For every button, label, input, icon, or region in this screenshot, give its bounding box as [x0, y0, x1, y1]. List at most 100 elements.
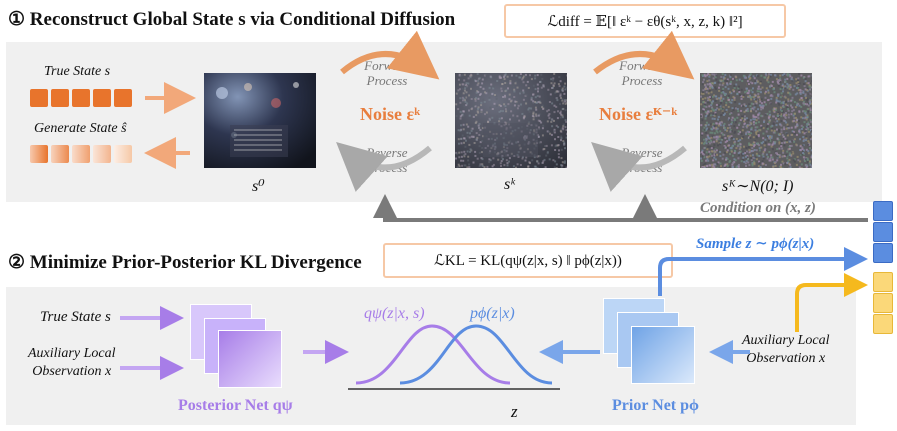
noise-speck	[525, 84, 528, 87]
noise-speck	[706, 80, 709, 83]
noise-speck	[465, 139, 467, 142]
noise-speck	[724, 110, 727, 113]
noise-speck	[535, 124, 538, 127]
noise-speck	[762, 152, 765, 155]
noise-speck	[703, 142, 705, 145]
noise-speck	[761, 107, 764, 110]
noise-speck	[736, 93, 739, 96]
noise-speck	[801, 153, 804, 156]
noise-speck	[472, 115, 475, 118]
noise-speck	[782, 151, 785, 154]
noise-speck	[492, 133, 495, 136]
noise-speck	[798, 119, 800, 122]
noise-speck	[468, 143, 471, 146]
noise-speck	[528, 131, 531, 134]
noise-speck	[547, 109, 550, 112]
noise-speck	[768, 159, 771, 162]
noise-speck	[488, 158, 491, 161]
noise-speck	[715, 140, 718, 143]
noise-speck	[758, 155, 761, 157]
noise-speck	[786, 106, 789, 109]
noise-speck	[463, 150, 466, 153]
noise-speck	[456, 166, 459, 168]
noise-speck	[802, 83, 805, 86]
noise-speck	[731, 136, 734, 139]
noise-speck	[507, 121, 510, 124]
noise-speck	[730, 130, 733, 133]
noise-speck	[704, 85, 707, 88]
noise-speck	[749, 96, 752, 99]
noise-speck	[536, 167, 539, 168]
noise-speck	[808, 141, 811, 144]
noise-speck	[810, 166, 812, 168]
noise-speck	[503, 142, 506, 145]
noise-speck	[739, 119, 742, 122]
noise-speck	[745, 126, 748, 129]
noise-speck	[784, 115, 787, 118]
noise-speck	[748, 131, 751, 134]
noise-speck	[714, 113, 717, 116]
noise-speck	[805, 113, 808, 116]
noise-speck	[723, 151, 726, 154]
noise-speck	[781, 142, 783, 145]
noise-speck	[722, 124, 725, 127]
noise-speck	[506, 147, 509, 150]
noise-speck	[764, 96, 767, 99]
noise-speck	[764, 92, 767, 95]
noise-speck	[754, 100, 757, 103]
noise-speck	[771, 143, 774, 146]
noise-speck	[520, 130, 523, 133]
noise-speck	[477, 97, 480, 100]
noise-speck	[534, 96, 537, 99]
noise-speck	[703, 156, 706, 159]
noise-speck	[803, 158, 806, 161]
noise-speck	[797, 81, 800, 84]
prior-distribution-curve	[399, 324, 553, 385]
noise-speck	[561, 161, 564, 164]
noise-speck	[534, 88, 537, 91]
noise-speck	[777, 111, 780, 114]
noise-speck	[478, 133, 481, 136]
noise-speck	[506, 162, 509, 165]
noise-speck	[794, 125, 797, 128]
noise-speck	[784, 96, 787, 99]
noise-speck	[493, 151, 496, 154]
noise-speck	[770, 125, 773, 128]
noise-speck	[752, 103, 755, 106]
noise-speck	[467, 155, 470, 158]
noise-speck	[733, 125, 736, 128]
noise-speck	[728, 144, 731, 147]
noise-speck	[710, 110, 713, 113]
noise-speck	[457, 138, 460, 141]
noise-speck	[792, 130, 795, 133]
noise-speck	[738, 123, 740, 126]
noise-speck	[499, 162, 502, 165]
noise-speck	[749, 137, 752, 139]
noise-speck	[774, 74, 777, 77]
noise-speck	[780, 124, 783, 127]
noise-speck	[742, 152, 745, 155]
noise-speck	[766, 135, 769, 137]
noise-speck	[804, 112, 807, 115]
noise-speck	[724, 141, 727, 144]
noise-speck	[509, 126, 512, 129]
noise-speck	[758, 144, 761, 147]
noise-speck	[715, 74, 718, 77]
noise-speck	[807, 150, 810, 153]
noise-speck	[735, 147, 738, 150]
noise-speck	[548, 101, 551, 103]
noise-speck	[500, 156, 503, 159]
noise-speck	[478, 127, 481, 130]
noise-speck	[563, 160, 566, 163]
noise-speck	[718, 89, 721, 92]
noise-speck	[548, 113, 551, 115]
noise-speck	[554, 145, 557, 148]
generated-state-cell	[30, 145, 48, 163]
noise-speck	[479, 86, 482, 89]
noise-speck	[516, 153, 519, 156]
noise-speck	[803, 110, 806, 113]
noise-speck	[789, 154, 791, 157]
noise-speck	[728, 135, 731, 138]
noise-speck	[781, 114, 784, 117]
noise-speck	[487, 121, 489, 124]
